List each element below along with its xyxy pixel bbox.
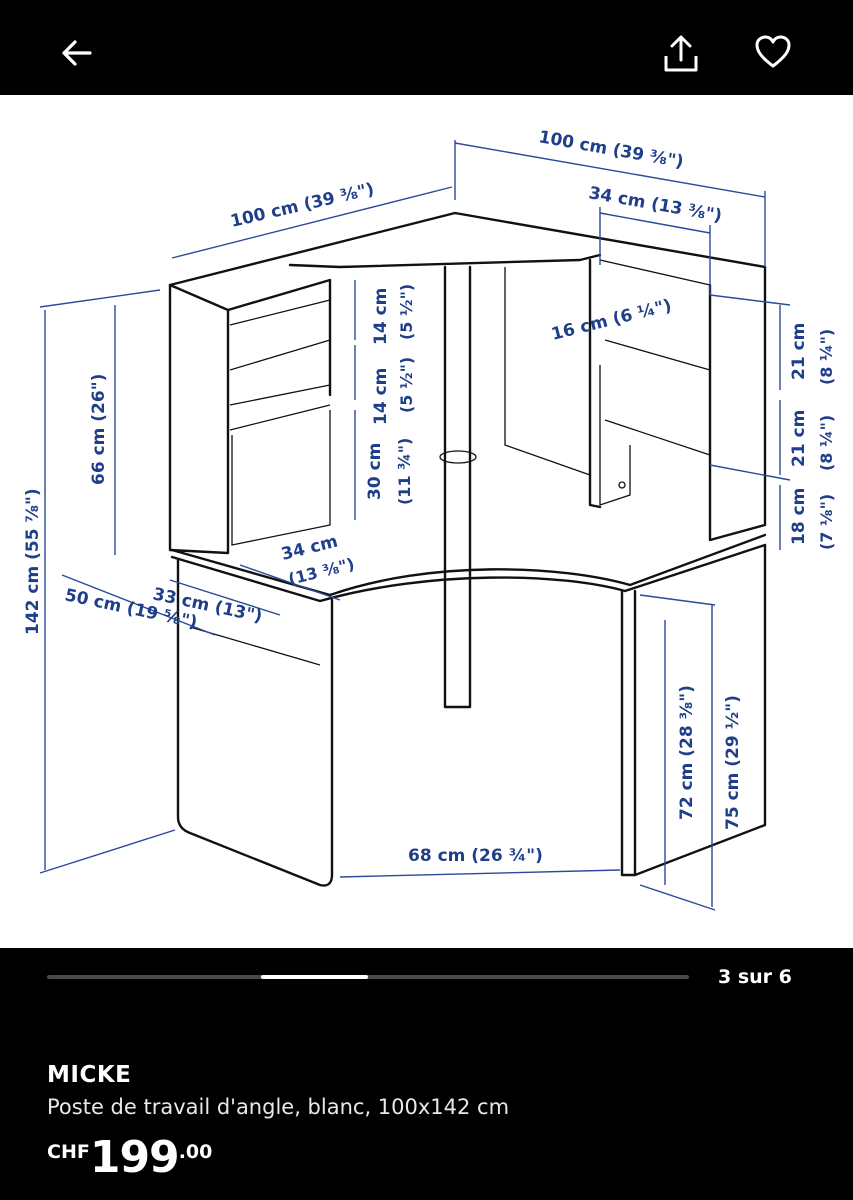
back-button[interactable]	[52, 28, 102, 78]
dim-shelf-gap-2: 14 cm	[371, 368, 391, 425]
dim-shelf-gap-2-in: (5 ½")	[397, 357, 416, 413]
dimension-drawing: 100 cm (39 ⅜") 100 cm (39 ⅜") 34 cm (13 …	[23, 127, 836, 911]
arrow-left-icon	[62, 40, 92, 66]
gallery-progress-fill	[261, 975, 368, 979]
product-description: Poste de travail d'angle, blanc, 100x142…	[47, 1095, 510, 1119]
heart-icon	[755, 35, 791, 68]
dim-knee-width: 68 cm (26 ¾")	[408, 846, 543, 866]
price-main: 199	[89, 1132, 180, 1183]
dim-desk-height: 75 cm (29 ½")	[723, 695, 743, 830]
dim-hutch-depth-right: 34 cm (13 ⅜")	[587, 183, 723, 226]
dim-total-width-left: 100 cm (39 ⅜")	[229, 179, 376, 231]
dim-lower-gap-in: (11 ¾")	[395, 438, 414, 505]
dim-shelf-gap-1: 14 cm	[371, 288, 391, 345]
dim-shelf-depth: 16 cm (6 ¼")	[549, 296, 673, 345]
dim-right-gap-1: 21 cm	[789, 323, 809, 380]
dimension-lines	[39, 140, 791, 911]
dim-lower-gap: 30 cm	[365, 443, 385, 500]
dim-right-gap-2: 21 cm	[789, 410, 809, 467]
dim-underdesk-height: 72 cm (28 ⅜")	[677, 685, 697, 820]
product-image[interactable]: 100 cm (39 ⅜") 100 cm (39 ⅜") 34 cm (13 …	[0, 95, 853, 948]
gallery-counter: 3 sur 6	[718, 966, 792, 988]
share-button[interactable]	[656, 29, 706, 79]
share-icon	[664, 35, 698, 72]
dim-total-width-right: 100 cm (39 ⅜")	[537, 127, 685, 172]
price-currency: CHF	[47, 1141, 90, 1163]
top-bar	[0, 0, 853, 95]
dim-right-gap-3: 18 cm	[789, 488, 809, 545]
desk-outline	[168, 211, 767, 887]
gallery-progress[interactable]	[47, 975, 689, 979]
dim-hutch-height: 66 cm (26")	[89, 374, 109, 485]
dim-right-gap-2-in: (8 ¼")	[817, 415, 836, 471]
price-decimals: .00	[178, 1141, 213, 1163]
dim-total-height: 142 cm (55 ⅞")	[23, 488, 43, 635]
product-price: CHF 199 .00	[47, 1134, 212, 1182]
product-name: MICKE	[47, 1062, 132, 1088]
favorite-button[interactable]	[748, 27, 798, 77]
dim-right-gap-1-in: (8 ¼")	[817, 329, 836, 385]
dim-right-gap-3-in: (7 ⅛")	[817, 494, 836, 550]
dim-shelf-gap-1-in: (5 ½")	[397, 284, 416, 340]
